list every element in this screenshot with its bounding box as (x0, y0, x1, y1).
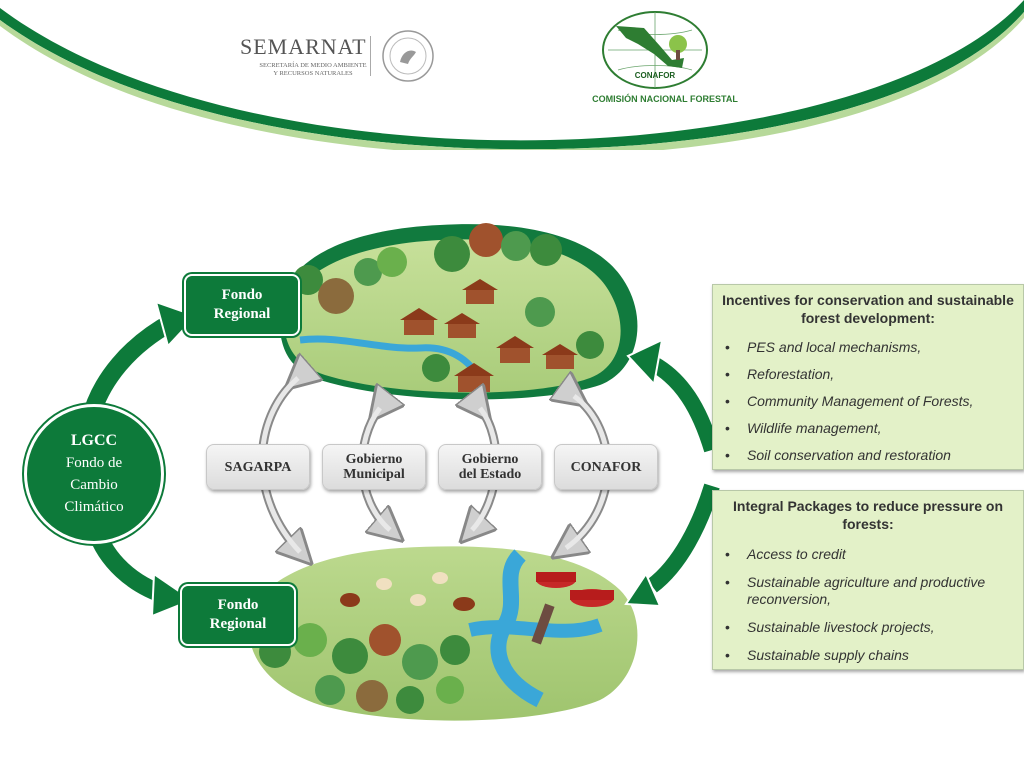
list-item: Community Management of Forests, (713, 393, 1023, 410)
integral-title: Integral Packages to reduce pressure on … (733, 498, 1003, 532)
list-item: Access to credit (713, 546, 1023, 563)
list-item: Sustainable agriculture and productive r… (713, 574, 1023, 608)
integral-list: Access to credit Sustainable agriculture… (713, 546, 1023, 664)
agency-conafor: CONAFOR (554, 444, 658, 490)
bottom-landscape (248, 546, 638, 721)
incentives-list: PES and local mechanisms, Reforestation,… (713, 339, 1023, 464)
semarnat-subtitle: SECRETARÍA DE MEDIO AMBIENTE Y RECURSOS … (259, 62, 367, 77)
conafor-full-name: COMISIÓN NACIONAL FORESTAL (592, 94, 738, 104)
list-item: Soil conservation and restoration (713, 447, 1023, 464)
conafor-logo-label: CONAFOR (634, 71, 676, 80)
lgcc-circle: LGCC Fondo de Cambio Climático (24, 404, 164, 544)
fondo-regional-bottom: Fondo Regional (180, 584, 296, 646)
water-tank-icon (536, 572, 614, 607)
semarnat-logo: SEMARNAT SECRETARÍA DE MEDIO AMBIENTE Y … (240, 30, 440, 94)
panels-to-bottom-arrow (624, 482, 724, 608)
list-item: PES and local mechanisms, (713, 339, 1023, 356)
tree-icon (293, 223, 604, 382)
conafor-logo-icon (602, 11, 708, 89)
logo-divider (370, 36, 371, 76)
list-item: Sustainable supply chains (713, 647, 1023, 664)
livestock-icon (340, 572, 475, 611)
semarnat-title: SEMARNAT (240, 34, 367, 59)
lgcc-title: LGCC (70, 432, 118, 449)
list-item: Reforestation, (713, 366, 1023, 383)
mexico-seal-icon (382, 30, 434, 82)
list-item: Wildlife management, (713, 420, 1023, 437)
top-landscape (278, 223, 638, 400)
integral-packages-panel: Integral Packages to reduce pressure on … (712, 490, 1024, 670)
lgcc-to-bottom-arrow (83, 525, 195, 618)
lgcc-to-top-arrow (77, 300, 198, 424)
agency-gobierno-municipal: Gobierno Municipal (322, 444, 426, 490)
panels-to-top-arrow (626, 338, 724, 454)
agency-sagarpa: SAGARPA (206, 444, 310, 490)
list-item: Sustainable livestock projects, (713, 619, 1023, 636)
incentives-title: Incentives for conservation and sustaina… (722, 292, 1014, 326)
lgcc-subtitle: Fondo de Cambio Climático (64, 455, 124, 515)
agency-gobierno-del-estado: Gobierno del Estado (438, 444, 542, 490)
house-icon (400, 279, 578, 392)
incentives-panel: Incentives for conservation and sustaina… (712, 284, 1024, 470)
fondo-regional-top: Fondo Regional (184, 274, 300, 336)
